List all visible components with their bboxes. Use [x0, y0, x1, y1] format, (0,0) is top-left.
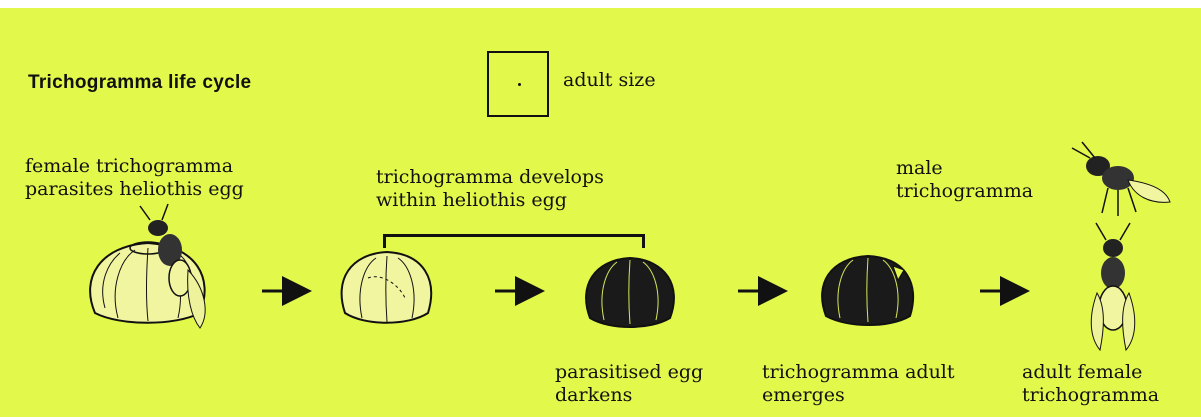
- male-wasp-icon: [1072, 142, 1170, 216]
- egg-with-female-wasp-icon: [90, 204, 205, 328]
- egg-with-exit-hole-icon: [822, 256, 913, 325]
- life-cycle-illustrations: [0, 8, 1201, 417]
- heliothis-egg-icon: [342, 252, 432, 323]
- life-cycle-panel: Trichogramma life cycle adult size femal…: [0, 8, 1201, 417]
- darkened-egg-icon: [586, 258, 674, 327]
- adult-female-wasp-icon: [1091, 223, 1134, 350]
